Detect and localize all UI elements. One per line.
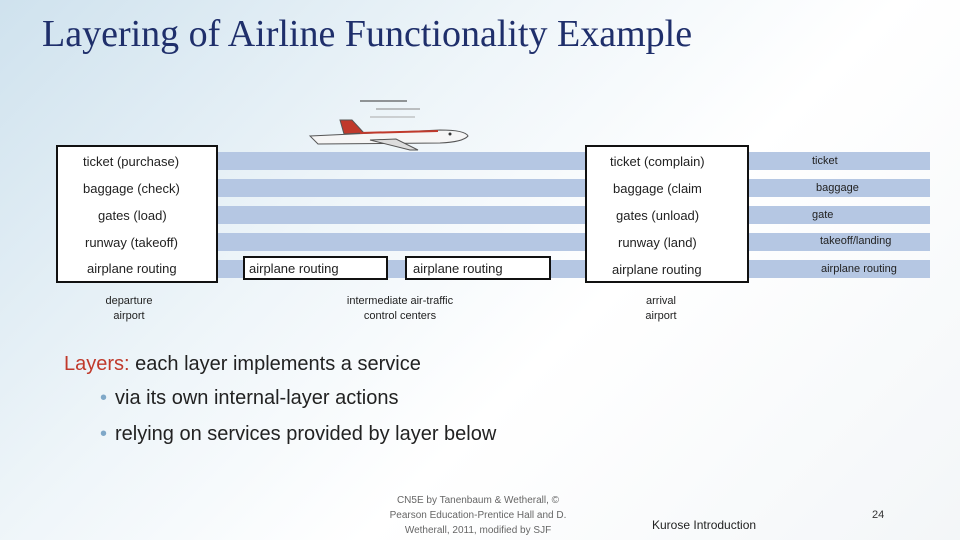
caption-departure: departure airport [105, 295, 153, 322]
bullet-dot-icon: • [100, 387, 108, 409]
page-number: 24 [872, 509, 885, 521]
bullet-2-text: relying on services provided by layer be… [115, 423, 497, 445]
layer-label-takeoff-landing: takeoff/landing [820, 235, 892, 247]
departure-routing: airplane routing [87, 261, 177, 276]
bullet-1-text: via its own internal-layer actions [115, 387, 399, 409]
intermediate-stack-1 [243, 256, 388, 280]
departure-baggage: baggage (check) [83, 181, 180, 196]
departure-runway: runway (takeoff) [85, 235, 178, 250]
intermediate-routing-1: airplane routing [249, 261, 339, 276]
layers-description: each layer implements a service [129, 353, 421, 375]
layer-label-baggage: baggage [816, 182, 859, 194]
caption-arrival: arrival airport [645, 295, 677, 322]
departure-ticket: ticket (purchase) [83, 154, 180, 169]
arrival-routing: airplane routing [612, 262, 702, 277]
bullet-dot-icon: • [100, 423, 108, 445]
arrival-runway: runway (land) [618, 235, 697, 250]
footer-section: Kurose Introduction [652, 518, 757, 532]
arrival-stack [585, 145, 749, 283]
caption-intermediate: intermediate air-traffic control centers [346, 295, 454, 322]
layers-heading: Layers: [64, 353, 130, 375]
footer-credit: CN5E by Tanenbaum & Wetherall, © Pearson… [389, 495, 567, 536]
layer-label-ticket: ticket [812, 155, 838, 167]
bullet-2: • relying on services provided by layer b… [100, 423, 496, 446]
airplane-icon [308, 100, 469, 151]
arrival-baggage: baggage (claim [613, 181, 702, 196]
departure-stack [56, 145, 218, 283]
intermediate-routing-2: airplane routing [413, 261, 503, 276]
intermediate-stack-2 [405, 256, 551, 280]
departure-gates: gates (load) [98, 208, 167, 223]
slide-title: Layering of Airline Functionality Exampl… [42, 13, 693, 55]
layer-label-airplane-routing: airplane routing [821, 263, 897, 275]
layer-label-gate: gate [812, 209, 834, 221]
arrival-gates: gates (unload) [616, 208, 700, 223]
arrival-ticket: ticket (complain) [610, 154, 705, 169]
layers-heading-line: Layers: each layer implements a service [64, 353, 421, 376]
bullet-1: • via its own internal-layer actions [100, 387, 398, 410]
